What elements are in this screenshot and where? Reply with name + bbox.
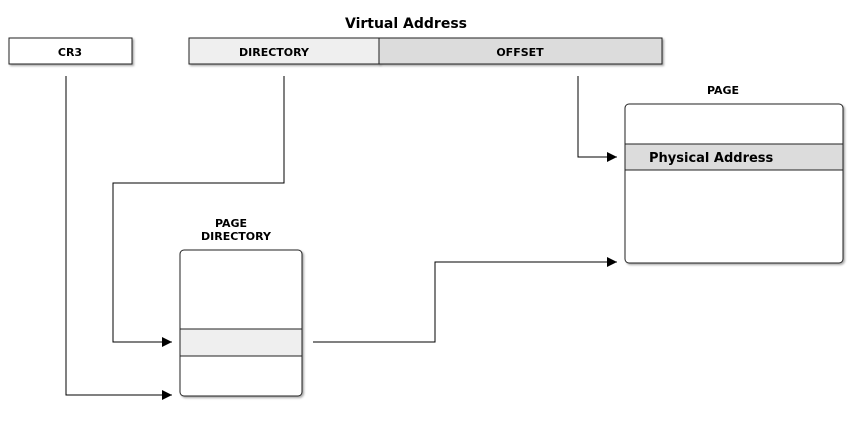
page-directory-label-line1: PAGE (215, 217, 247, 230)
cr3-box: CR3 (8, 37, 133, 65)
directory-field (188, 37, 380, 65)
page-directory-entry (179, 328, 303, 357)
directory-label: DIRECTORY (239, 46, 310, 59)
directory-entry-to-page-arrow (313, 257, 617, 343)
directory-index-arrow (112, 76, 285, 347)
page-directory-label-line2: DIRECTORY (201, 230, 272, 243)
virtual-address-bar: DIRECTORY OFFSET (188, 37, 663, 65)
cr3-label: CR3 (58, 46, 82, 59)
offset-field (378, 37, 663, 65)
diagram-title: Virtual Address (345, 16, 467, 32)
physical-address-label: Physical Address (649, 151, 774, 166)
page-directory-table (179, 249, 303, 397)
offset-arrow (577, 76, 617, 162)
page-entry (624, 143, 844, 171)
offset-label: OFFSET (496, 46, 544, 59)
page-table: Physical Address (624, 103, 844, 264)
cr3-to-directory-arrow (65, 76, 172, 400)
page-label: PAGE (707, 84, 739, 97)
